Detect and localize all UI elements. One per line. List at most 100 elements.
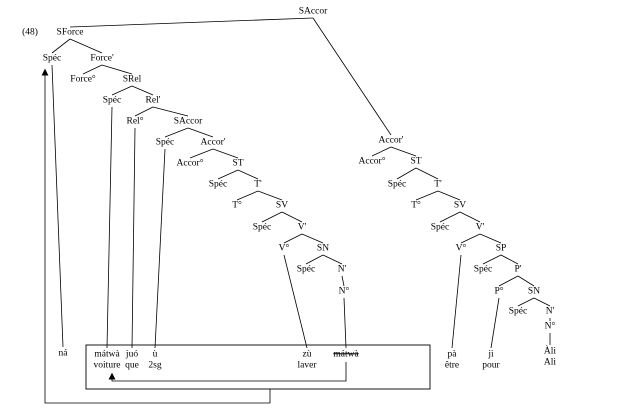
tree-branch-srel-spec-srel (111, 85, 133, 96)
terminal-word-zu: zù (301, 349, 313, 360)
tree-branch-sn-l-spec-sn-l (305, 254, 324, 265)
tree-node-p-head: P° (493, 286, 505, 297)
tree-branch-sp-p-bar (500, 254, 519, 265)
terminal-gloss-ji: pour (481, 360, 501, 371)
tree-branch-accor-bar-l-accor-head-l (189, 148, 214, 159)
terminal-word-ali: Àli (542, 346, 558, 357)
tree-node-rel-head: Rel° (125, 116, 145, 127)
terminal-gloss-juo: que (124, 360, 140, 371)
tree-branch-rel-bar-saccor-l (152, 106, 189, 117)
tree-node-st-l: ST (231, 158, 245, 169)
tree-node-t-head-r: T° (410, 200, 422, 211)
terminal-line-na (51, 64, 64, 348)
tree-branch-st-r-spec-st-r (396, 167, 417, 180)
tree-branch-v-bar-l-sn-l (301, 233, 324, 244)
terminal-line-ji (490, 297, 500, 349)
tree-branch-sv-l-v-bar-l (281, 211, 303, 223)
tree-node-sp: SP (494, 243, 508, 254)
terminal-gloss-zu: laver (296, 360, 318, 371)
tree-branch-st-l-t-bar-l (237, 169, 259, 180)
tree-node-sn-l: SN (315, 243, 331, 254)
terminal-line-matwa-fronted (106, 106, 113, 349)
tree-branch-sforce-force-bar (69, 38, 103, 54)
tree-node-sv-r: SV (452, 200, 468, 211)
tree-node-spec-sn-l: Spéc (295, 264, 317, 275)
tree-branch-t-bar-l-sv-l (257, 190, 283, 201)
example-number: (48) (21, 27, 39, 38)
tree-branch-p-bar-sn-r (517, 275, 535, 287)
tree-node-saccor-l: SAccor (172, 116, 204, 127)
movement-arrow-box-to-spec-sforce (41, 68, 271, 404)
terminal-word-na: ná (57, 348, 69, 359)
movement-arrow-trace-to-fronted (108, 362, 347, 382)
tree-node-v-head-l: V° (277, 243, 291, 254)
terminal-gloss-u: 2sg (147, 360, 163, 371)
tree-node-rel-bar: Rel' (144, 95, 162, 106)
tree-node-sn-r: SN (526, 286, 542, 297)
tree-node-spec-sforce: Spéc (41, 53, 63, 64)
tree-node-accor-head-r: Accor° (357, 156, 387, 167)
tree-node-v-bar-r: V' (474, 222, 486, 233)
terminal-gloss-ali: Ali (542, 357, 558, 368)
tree-node-force-head: Force° (69, 74, 97, 85)
tree-node-spec-saccor-l: Spéc (154, 137, 176, 148)
tree-branch-p-bar-p-head (498, 275, 519, 287)
tree-branch-srel-rel-bar (131, 85, 154, 96)
tree-node-spec-st-r: Spéc (386, 179, 408, 190)
tree-node-spec-sv-r: Spéc (429, 222, 451, 233)
terminal-gloss-pa: être (443, 360, 461, 371)
terminal-line-zu (283, 254, 308, 349)
tree-branch-force-bar-srel (101, 64, 133, 75)
tree-branch-sn-r-spec-sn-r (517, 297, 535, 307)
tree-node-t-bar-l: T' (253, 179, 263, 190)
tree-node-spec-st-l: Spéc (207, 179, 229, 190)
tree-branch-sv-r-v-bar-r (459, 211, 481, 223)
tree-branch-force-bar-force-head (82, 64, 103, 75)
tree-branch-rel-bar-rel-head (134, 106, 154, 117)
tree-node-accor-head-l: Accor° (175, 158, 205, 169)
tree-branch-sforce-spec-sforce (51, 38, 71, 54)
tree-branch-sp-spec-sp (482, 254, 502, 265)
tree-node-accor-bar-r: Accor' (377, 135, 405, 146)
tree-node-force-bar: Force' (89, 53, 115, 64)
tree-branch-saccor-l-spec-saccor-l (164, 127, 189, 138)
tree-node-v-bar-l: V' (296, 222, 308, 233)
tree-branch-sn-l-n-bar-l (322, 254, 343, 265)
tree-branch-sn-r-n-bar-r (533, 297, 551, 307)
tree-node-t-bar-r: T' (433, 179, 443, 190)
tree-branch-sv-l-spec-sv-l (261, 211, 283, 223)
tree-node-spec-sp: Spéc (472, 264, 494, 275)
tree-branch-saccor-l-accor-bar-l (187, 127, 214, 138)
tree-node-p-bar: P' (513, 264, 523, 275)
tree-node-sv-l: SV (274, 200, 290, 211)
tree-branch-saccor-top-accor-bar-r (312, 17, 392, 136)
terminal-gloss-matwa-fronted: voiture (92, 360, 122, 371)
tree-node-n-head-r: N° (543, 321, 557, 332)
tree-branch-accor-bar-r-accor-head-r (371, 146, 392, 157)
terminal-word-u: ù (151, 349, 159, 360)
terminal-word-matwa-trace: mátwà (332, 349, 360, 360)
tree-branch-t-bar-r-t-head-r (415, 190, 439, 201)
tree-branch-saccor-top-sforce (69, 17, 314, 28)
tree-branch-sv-r-spec-sv-r (439, 211, 461, 223)
tree-node-n-head-l: N° (337, 286, 351, 297)
tree-node-n-bar-r: N' (544, 306, 556, 317)
tree-branch-accor-bar-l-st-l (212, 148, 239, 159)
tree-node-accor-bar-l: Accor' (199, 137, 227, 148)
tree-node-n-bar-l: N' (336, 264, 348, 275)
tree-node-spec-srel: Spéc (101, 95, 123, 106)
tree-branch-v-bar-r-sp (479, 233, 502, 244)
terminal-word-juo: juó (124, 349, 140, 360)
tree-node-v-head-r: V° (454, 243, 468, 254)
tree-branch-v-bar-r-v-head-r (460, 233, 481, 244)
tree-branch-st-r-t-bar-r (415, 167, 439, 180)
movement-box (85, 344, 431, 390)
tree-branch-st-l-spec-st-l (217, 169, 239, 180)
tree-node-saccor-top: SAccor (297, 6, 329, 17)
tree-branch-v-bar-l-v-head-l (283, 233, 303, 244)
terminal-line-juo (131, 127, 136, 349)
terminal-word-ji: jì (487, 349, 495, 360)
